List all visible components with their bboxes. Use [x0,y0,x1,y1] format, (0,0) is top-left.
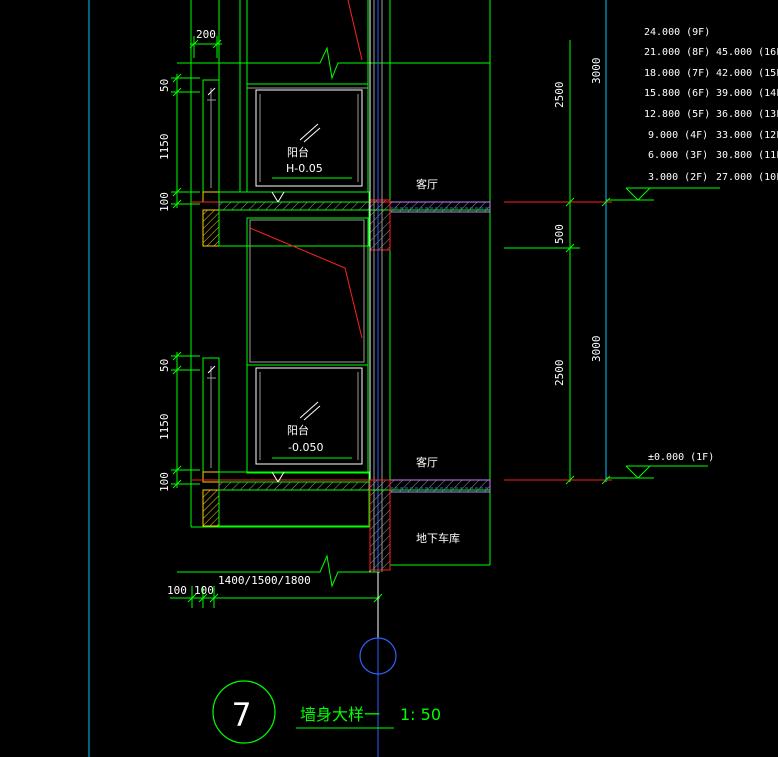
dim-100-upper: 100 [158,192,171,212]
level-table-col2: 45.000 (16F) 42.000 (15F) 39.000 (14F) 3… [716,47,778,183]
level-col1-row0: 24.000 (9F) [644,27,710,38]
dim-top-200: 200 [196,28,216,41]
level-col2-row2: 42.000 (15F) [716,68,778,79]
detail-scale: 1: 50 [400,705,441,724]
dim-100-lower: 100 [158,472,171,492]
room-garage: 地下车库 [416,531,460,545]
level-col2-row7: 27.000 (10F) [716,172,778,183]
exterior-wall [369,0,383,757]
lower-floor [191,217,491,571]
left-dimension-lines [170,36,383,608]
room-balcony-upper-level: H-0.05 [286,162,323,175]
dim-3000-lower: 3000 [590,336,603,363]
dim-bottom-100-a: 100 [167,584,187,597]
dim-3000-upper: 3000 [590,58,603,85]
room-balcony-lower-level: -0.050 [288,441,323,454]
detail-number: 7 [232,696,251,734]
room-living-lower: 客厅 [416,455,438,469]
dim-50-upper: 50 [158,79,171,92]
level-table-col1: 24.000 (9F) 21.000 (8F) 18.000 (7F) 15.8… [644,27,710,183]
room-living-upper: 客厅 [416,177,438,191]
right-dimension-lines [504,0,612,485]
dim-2500-lower: 2500 [553,360,566,387]
room-balcony-upper: 阳台 [287,145,309,159]
level-marker-ground [606,465,654,479]
dim-2500-upper: 2500 [553,82,566,109]
level-col1-row4: 12.800 (5F) [644,109,710,120]
dim-50-lower: 50 [158,359,171,372]
dim-bottom-widths: 1400/1500/1800 [218,574,311,587]
level-col2-row4: 36.800 (13F) [716,109,778,120]
level-col2-row1: 45.000 (16F) [716,47,778,58]
upper-floor [191,0,491,251]
level-marker-upper [606,187,654,201]
detail-title: 墙身大样一 [300,705,380,724]
level-col1-row1: 21.000 (8F) [644,47,710,58]
level-col1-row3: 15.800 (6F) [644,88,710,99]
dim-1150-upper: 1150 [158,134,171,161]
level-ground: ±0.000 (1F) [648,452,714,463]
level-col1-row2: 18.000 (7F) [644,68,710,79]
level-col1-row7: 3.000 (2F) [648,172,708,183]
detail-number-circle [212,680,276,744]
dim-500: 500 [553,224,566,244]
level-col2-row5: 33.000 (12F) [716,130,778,141]
level-col2-row6: 30.800 (11F) [716,150,778,161]
level-col1-row6: 6.000 (3F) [648,150,708,161]
dim-bottom-100-b: 100 [194,584,214,597]
room-balcony-lower: 阳台 [287,423,309,437]
level-col2-row3: 39.000 (14F) [716,88,778,99]
axis-bubble [359,637,397,675]
level-col1-row5: 9.000 (4F) [648,130,708,141]
dim-1150-lower: 1150 [158,414,171,441]
